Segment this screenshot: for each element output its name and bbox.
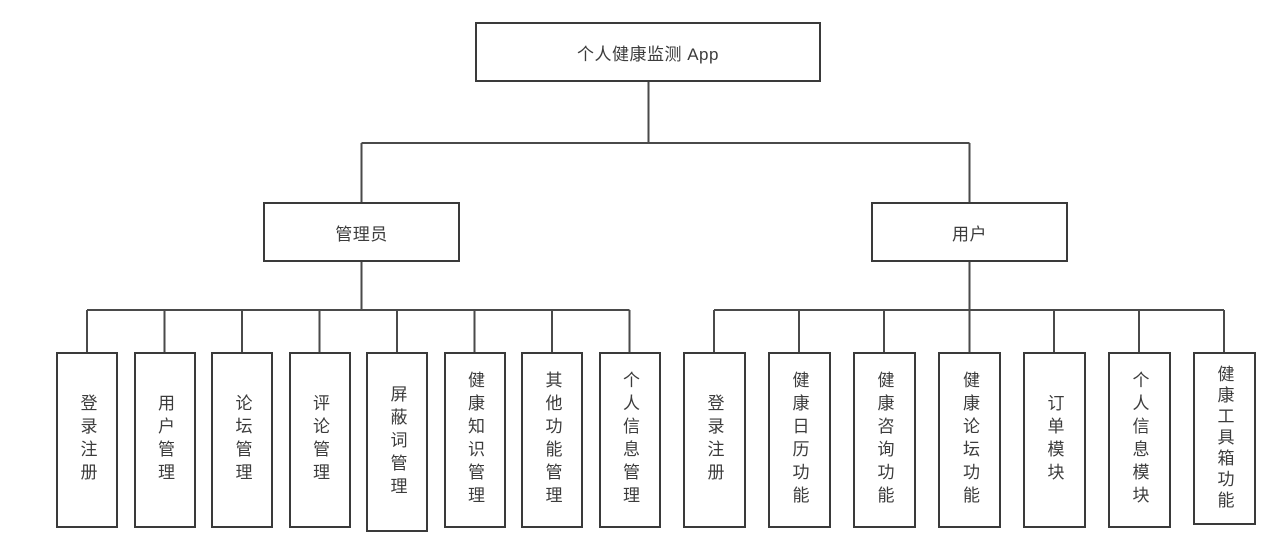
node-other-functions-management: 其他功能管理 bbox=[521, 352, 583, 528]
node-personal-info-management: 个人信息管理 bbox=[598, 352, 661, 528]
node-label: 登录注册 bbox=[704, 394, 724, 486]
node-blocked-words-management: 屏蔽词管理 bbox=[366, 352, 428, 532]
node-health-forum: 健康论坛功能 bbox=[938, 352, 1001, 528]
node-label: 登录注册 bbox=[77, 394, 97, 486]
node-order-module: 订单模块 bbox=[1022, 352, 1086, 528]
node-label: 个人信息管理 bbox=[620, 371, 639, 509]
node-label: 用户 bbox=[952, 224, 987, 244]
node-health-knowledge-management: 健康知识管理 bbox=[443, 352, 506, 528]
node-personal-info-module: 个人信息模块 bbox=[1107, 352, 1171, 528]
node-user-branch: 用户 bbox=[871, 202, 1068, 262]
node-admin-branch: 管理员 bbox=[263, 202, 460, 262]
node-user-login-register: 登录注册 bbox=[682, 352, 746, 528]
node-label: 个人信息模块 bbox=[1129, 371, 1149, 509]
node-user-management: 用户管理 bbox=[133, 352, 196, 528]
node-root-app: 个人健康监测 App bbox=[475, 22, 821, 82]
node-label: 其他功能管理 bbox=[542, 371, 562, 509]
node-label: 论坛管理 bbox=[232, 394, 252, 486]
node-comment-management: 评论管理 bbox=[288, 352, 351, 528]
node-label: 评论管理 bbox=[310, 394, 329, 486]
node-forum-management: 论坛管理 bbox=[211, 352, 273, 528]
node-label: 健康咨询功能 bbox=[874, 371, 894, 509]
node-label: 订单模块 bbox=[1044, 394, 1064, 486]
node-label: 健康论坛功能 bbox=[960, 371, 979, 509]
node-label: 健康知识管理 bbox=[465, 371, 484, 509]
node-label: 管理员 bbox=[335, 224, 388, 244]
node-admin-login-register: 登录注册 bbox=[56, 352, 118, 528]
tree-connector-path bbox=[86, 82, 1225, 352]
node-health-calendar: 健康日历功能 bbox=[767, 352, 831, 528]
node-label: 健康日历功能 bbox=[789, 371, 809, 509]
node-label: 个人健康监测 App bbox=[577, 44, 719, 64]
node-label: 健康工具箱功能 bbox=[1214, 365, 1234, 512]
node-health-toolbox: 健康工具箱功能 bbox=[1192, 352, 1256, 525]
node-health-consultation: 健康咨询功能 bbox=[852, 352, 916, 528]
node-label: 用户管理 bbox=[155, 394, 174, 486]
node-label: 屏蔽词管理 bbox=[387, 384, 407, 500]
